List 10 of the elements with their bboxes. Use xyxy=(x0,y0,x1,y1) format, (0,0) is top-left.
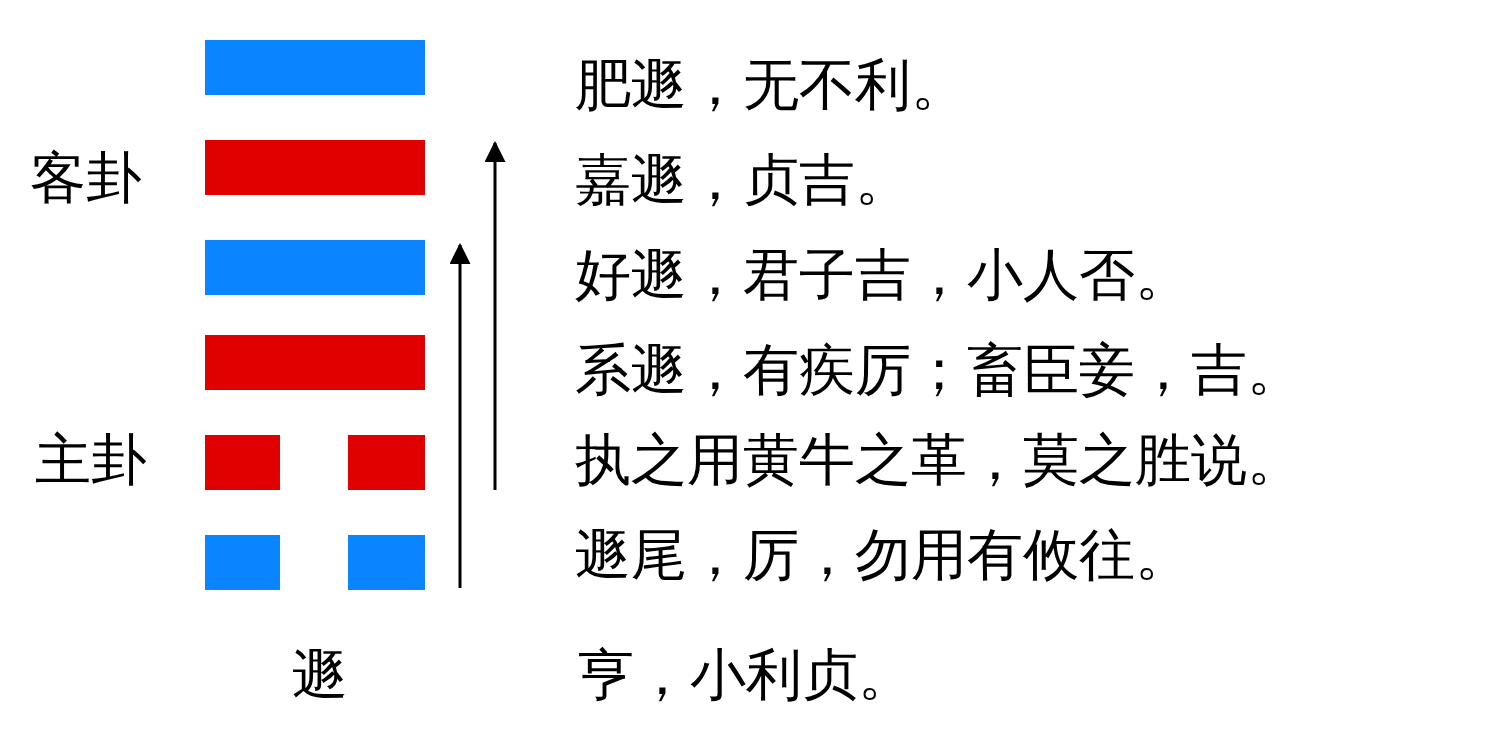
judgment-text: 亨，小利贞。 xyxy=(578,643,914,707)
line-text: 系遯，有疾厉；畜臣妾，吉。 xyxy=(575,338,1303,402)
trigram-label: 客卦 xyxy=(30,146,142,210)
hexagram-name: 遯 xyxy=(292,643,348,707)
line-text: 肥遯，无不利。 xyxy=(575,53,967,117)
line-text: 好遯，君子吉，小人否。 xyxy=(575,243,1191,307)
line-text: 嘉遯，贞吉。 xyxy=(575,148,911,212)
line-text: 遯尾，厉，勿用有攸往。 xyxy=(575,523,1191,587)
trigram-label: 主卦 xyxy=(35,428,147,492)
line-text: 执之用黄牛之革，莫之胜说。 xyxy=(575,428,1303,492)
